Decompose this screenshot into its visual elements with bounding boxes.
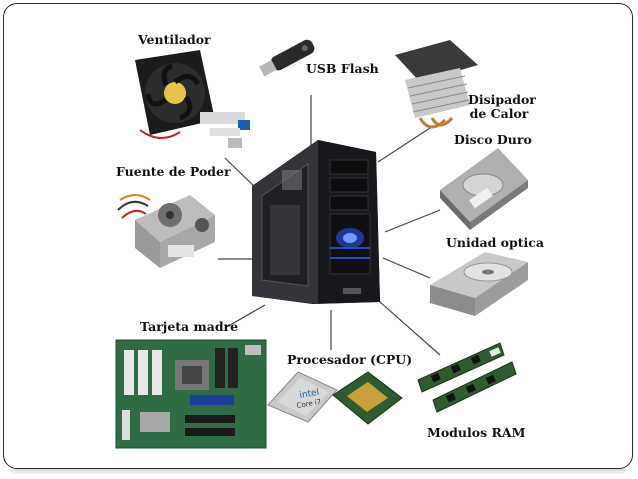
label-disipador: Disipador de Calor xyxy=(468,92,536,121)
heatsink-image xyxy=(395,40,478,129)
line-ram xyxy=(379,301,441,356)
label-tarjeta-madre: Tarjeta madre xyxy=(140,319,239,334)
line-fan xyxy=(224,157,259,191)
label-disco-duro: Disco Duro xyxy=(454,132,532,147)
label-usb-flash: USB Flash xyxy=(306,61,379,76)
power-supply-image xyxy=(117,194,215,268)
pc-tower-image xyxy=(252,140,380,304)
label-fuente-de-poder: Fuente de Poder xyxy=(116,164,231,179)
fan-image xyxy=(135,50,250,148)
motherboard-image xyxy=(115,339,267,449)
label-disipador-line1: Disipador xyxy=(468,92,536,107)
line-heatsink xyxy=(377,127,431,163)
label-procesador-cpu: Procesador (CPU) xyxy=(287,352,413,367)
cpu-image: intel Core i7 xyxy=(267,371,403,425)
cpu-brand-text: intel xyxy=(299,388,320,401)
usb-flash-image xyxy=(259,39,315,77)
label-ventilador: Ventilador xyxy=(138,32,211,47)
optical-drive-image xyxy=(430,252,528,316)
connector-lines xyxy=(218,95,441,356)
label-unidad-optica: Unidad optica xyxy=(446,235,544,250)
slide-shadow xyxy=(10,469,626,475)
ram-modules-image xyxy=(417,342,517,413)
line-optical xyxy=(382,257,431,279)
label-disipador-line2: de Calor xyxy=(469,106,529,121)
line-motherboard xyxy=(224,304,266,329)
line-hdd xyxy=(384,209,441,233)
label-modulos-ram: Modulos RAM xyxy=(427,425,526,440)
hard-disk-image xyxy=(440,148,528,230)
